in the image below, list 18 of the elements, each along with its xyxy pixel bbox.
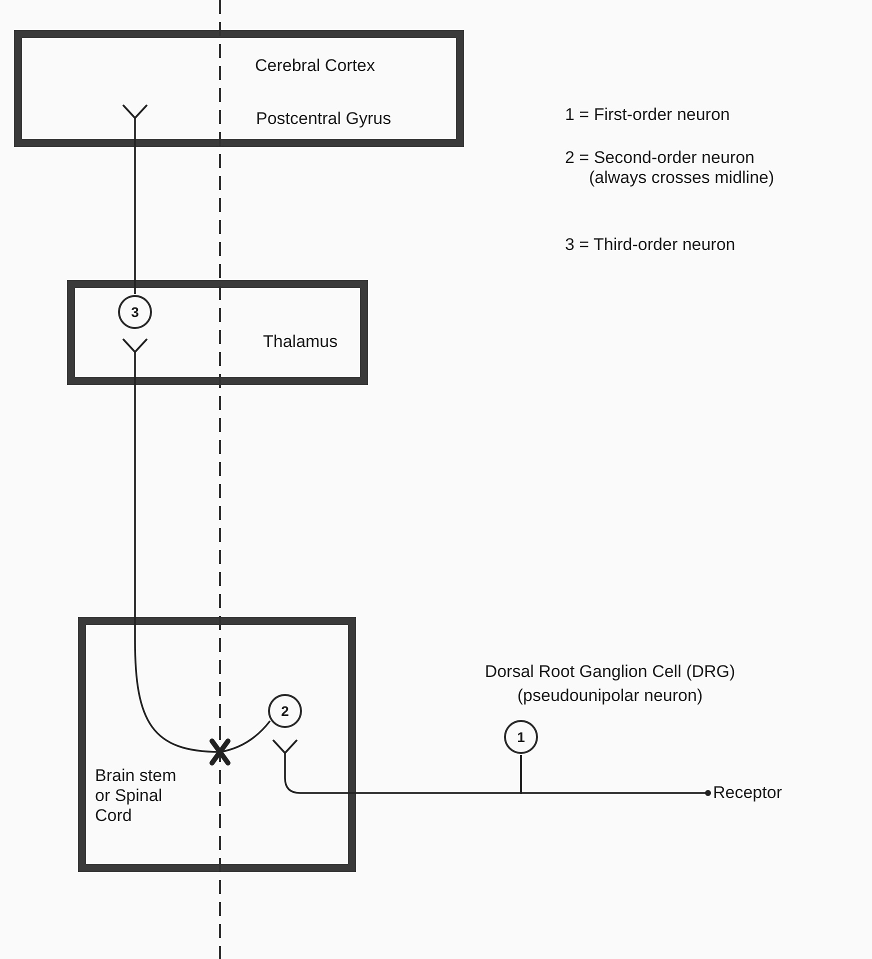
neuron-number-circle: 3 [118,295,152,329]
receptor-label: Receptor [713,783,782,803]
cell-caption: Dorsal Root Ganglion Cell (DRG) (pseudounipolar neuron) [484,661,736,707]
key-note: 3 = Third-order neuron [565,235,736,255]
nerve-fiber-line [122,104,148,294]
key-note: 1 = First-order neuron [565,105,730,125]
region-label: Thalamus [263,332,338,352]
neuron-number-circle: 1 [504,720,538,754]
brain-region-box [67,280,368,385]
brain-region-box [78,617,356,872]
region-label: Postcentral Gyrus [256,109,392,129]
nerve-fiber-line [272,739,522,794]
region-label: Brain stem or Spinal Cord [95,766,178,826]
key-note: 2 = Second-order neuron (always crosses midline) [565,148,776,188]
region-label: Cerebral Cortex [255,56,375,76]
neuron-number-circle: 2 [268,694,302,728]
nerve-fiber-line [122,338,271,753]
brain-region-box [14,30,464,147]
